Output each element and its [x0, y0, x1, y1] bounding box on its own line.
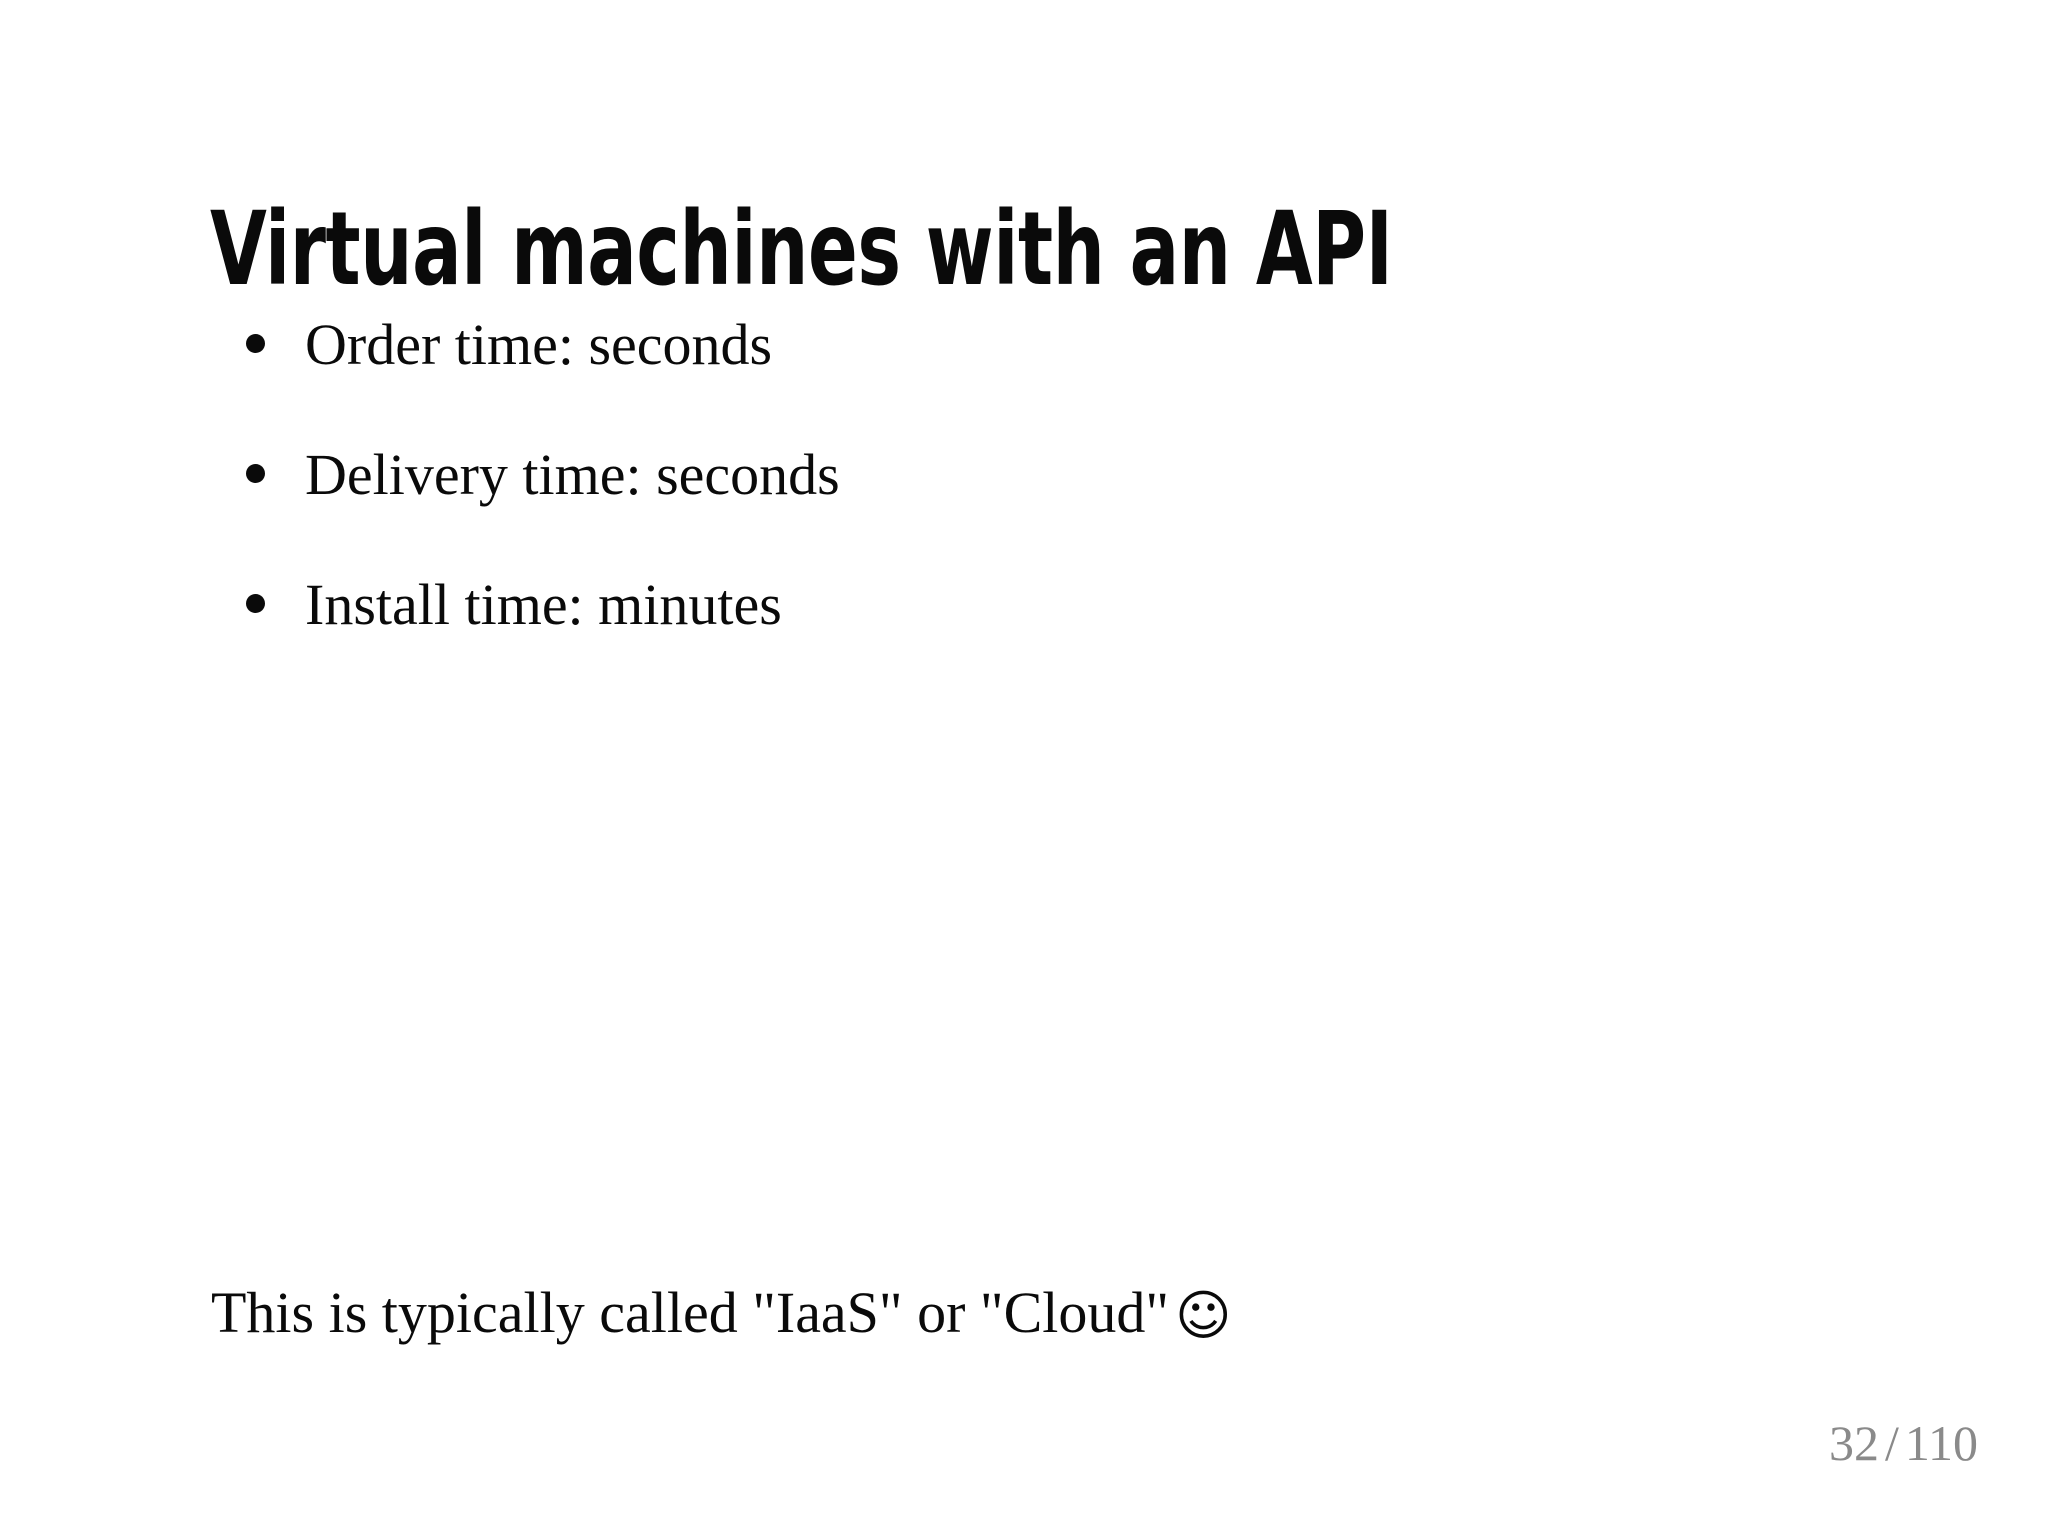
white-smiling-face-icon: ☺: [1175, 1284, 1232, 1347]
page-counter-total: 110: [1904, 1415, 1978, 1471]
bullet-dot-icon: [246, 594, 265, 613]
page-counter-separator: /: [1884, 1415, 1899, 1471]
list-item-label: Order time: seconds: [305, 312, 773, 377]
list-item-label: Install time: minutes: [305, 572, 782, 637]
page-title: Virtual machines with an API: [210, 190, 1393, 310]
bullet-dot-icon: [246, 464, 265, 483]
bullet-list: Order time: seconds Delivery time: secon…: [246, 316, 1746, 706]
list-item-label: Delivery time: seconds: [305, 442, 840, 507]
footer-note: This is typically called "IaaS" or "Clou…: [211, 1280, 1232, 1347]
bullet-dot-icon: [246, 334, 265, 353]
list-item: Order time: seconds: [246, 316, 1746, 446]
list-item: Install time: minutes: [246, 576, 1746, 706]
list-item: Delivery time: seconds: [246, 446, 1746, 576]
page-counter-current: 32: [1828, 1415, 1879, 1471]
footer-note-text: This is typically called "IaaS" or "Clou…: [211, 1280, 1170, 1345]
page-counter: 32/110: [1829, 1418, 1978, 1468]
